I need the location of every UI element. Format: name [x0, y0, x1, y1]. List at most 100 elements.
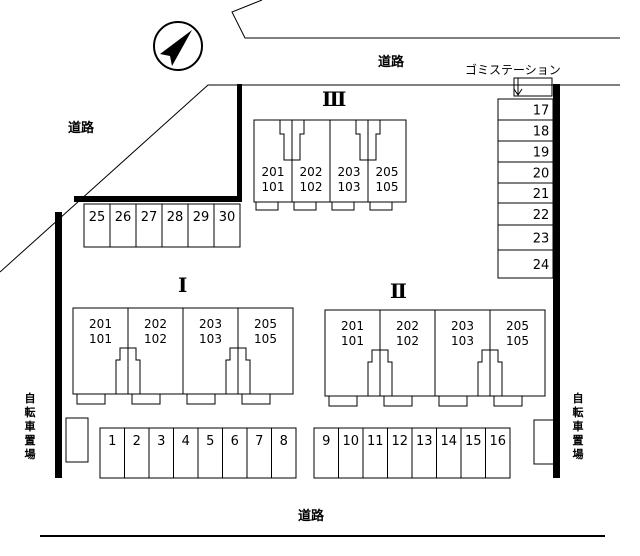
parking-slot-number: 4 — [182, 434, 190, 449]
wall-left — [55, 212, 62, 478]
balcony — [438, 395, 468, 407]
parking-slot-number: 30 — [219, 210, 236, 225]
unit-number-lower: 105 — [376, 180, 399, 194]
garbage-station-label: ゴミステーション — [465, 62, 561, 77]
bike-parking-char: 転 — [25, 405, 36, 419]
parking-slot-number: 14 — [440, 434, 457, 449]
road-label-top: 道路 — [378, 54, 405, 70]
garbage-station-box — [513, 77, 553, 97]
parking-slot-number: 22 — [533, 208, 550, 223]
unit-number-upper: 205 — [506, 319, 529, 333]
parking-slot-number: 24 — [533, 258, 550, 273]
parking-slot-number: 10 — [342, 434, 359, 449]
balcony — [241, 393, 271, 405]
parking-slot-number: 17 — [533, 104, 550, 119]
building-label-ii: Ⅱ — [390, 279, 407, 303]
unit-number-lower: 102 — [300, 180, 323, 194]
unit-number-lower: 103 — [199, 332, 222, 346]
unit-number-lower: 101 — [262, 180, 285, 194]
top-road-edge — [231, 0, 620, 39]
road-label-left: 道路 — [68, 120, 95, 136]
parking-slot-number: 12 — [391, 434, 408, 449]
unit-number-upper: 205 — [254, 317, 277, 331]
unit-number-lower: 105 — [254, 332, 277, 346]
balcony — [186, 393, 216, 405]
parking-slot-number: 9 — [322, 434, 330, 449]
unit-number-lower: 101 — [89, 332, 112, 346]
parking-row-top: 25 26 27 28 29 30 — [83, 203, 241, 248]
balcony — [76, 393, 106, 405]
unit-number-upper: 201 — [89, 317, 112, 331]
unit-number-lower: 103 — [451, 334, 474, 348]
bike-parking-char: 車 — [573, 419, 584, 433]
bike-parking-char: 場 — [25, 447, 36, 461]
unit-number-lower: 102 — [144, 332, 167, 346]
balcony — [293, 201, 317, 211]
parking-slot-number: 3 — [157, 434, 165, 449]
unit-number-upper: 201 — [262, 165, 285, 179]
unit-number-lower: 103 — [338, 180, 361, 194]
parking-slot-number: 6 — [231, 434, 239, 449]
parking-slot-number: 25 — [89, 210, 106, 225]
parking-slot — [497, 249, 554, 279]
parking-slot-number: 28 — [167, 210, 184, 225]
balcony — [383, 395, 413, 407]
parking-slot — [213, 203, 241, 248]
parking-slot-number: 15 — [465, 434, 482, 449]
unit-number-lower: 105 — [506, 334, 529, 348]
bike-parking-char: 自 — [25, 391, 36, 405]
bike-parking-char: 場 — [573, 447, 584, 461]
parking-slot-number: 20 — [533, 167, 550, 182]
unit-number-lower: 101 — [341, 334, 364, 348]
bike-parking-char: 置 — [573, 434, 584, 447]
balcony — [255, 201, 279, 211]
parking-slot-number: 19 — [533, 146, 550, 161]
unit-number-upper: 202 — [300, 165, 323, 179]
bike-parking-char: 自 — [573, 391, 584, 405]
parking-slot-number: 13 — [416, 434, 433, 449]
unit-number-upper: 205 — [376, 165, 399, 179]
parking-slot-number: 5 — [206, 434, 214, 449]
balcony — [131, 393, 161, 405]
unit-number-upper: 203 — [199, 317, 222, 331]
compass-icon — [153, 21, 203, 71]
parking-slot-number: 1 — [108, 434, 116, 449]
wall-center — [237, 84, 242, 202]
parking-slot-number: 7 — [255, 434, 263, 449]
parking-slot-number: 8 — [280, 434, 288, 449]
wall-right — [553, 84, 560, 478]
unit-number-upper: 201 — [341, 319, 364, 333]
bike-parking-char: 置 — [25, 434, 36, 447]
parking-slot — [271, 427, 297, 479]
unit-number-lower: 102 — [396, 334, 419, 348]
parking-slot-number: 2 — [133, 434, 141, 449]
road-label-bottom: 道路 — [298, 508, 325, 524]
parking-slot-number: 16 — [489, 434, 506, 449]
balcony — [369, 201, 393, 211]
unit-number-upper: 202 — [396, 319, 419, 333]
unit-number-upper: 203 — [451, 319, 474, 333]
parking-slot-number: 29 — [193, 210, 210, 225]
balcony — [328, 395, 358, 407]
bike-parking-char: 転 — [573, 405, 584, 419]
parking-slot-number: 21 — [533, 187, 550, 202]
building-label-iii: Ⅲ — [322, 87, 346, 111]
parking-slot-number: 26 — [115, 210, 132, 225]
bike-parking-right — [533, 419, 555, 465]
building-label-i: Ⅰ — [178, 273, 187, 297]
parking-slot — [485, 427, 511, 479]
parking-slot-number: 18 — [533, 125, 550, 140]
unit-number-upper: 202 — [144, 317, 167, 331]
wall-top-parking — [74, 196, 242, 202]
unit-number-upper: 203 — [338, 165, 361, 179]
parking-slot-number: 27 — [141, 210, 158, 225]
bike-parking-left — [65, 417, 89, 463]
